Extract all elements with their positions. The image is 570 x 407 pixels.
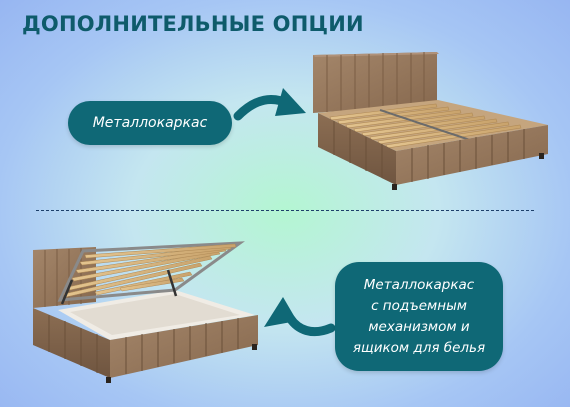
option-label-metal-frame: Металлокаркас (68, 101, 232, 145)
page-title: ДОПОЛНИТЕЛЬНЫЕ ОПЦИИ (22, 12, 364, 36)
curved-arrow-left-icon (264, 297, 336, 337)
bed-lift-mechanism-image (33, 241, 258, 383)
section-divider (36, 210, 534, 211)
label-line-3: механизмом и (368, 318, 470, 335)
label-line-2: с подъемным (371, 297, 467, 314)
label-line-4: ящиком для белья (352, 339, 486, 356)
option-label-lift-mechanism: Металлокаркас с подъемным механизмом и я… (335, 262, 503, 371)
bed-metal-frame-image (313, 52, 548, 190)
curved-arrow-right-icon (233, 88, 306, 121)
label-line-1: Металлокаркас (363, 276, 475, 293)
